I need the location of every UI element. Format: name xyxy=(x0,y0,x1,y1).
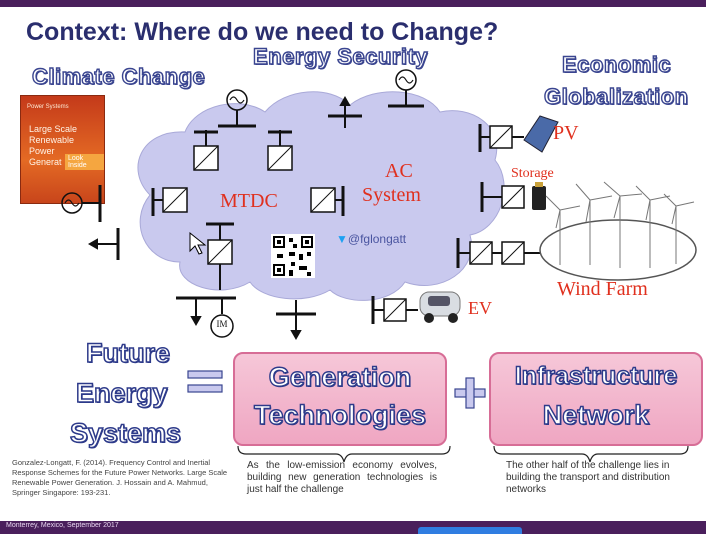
energy-security-heading: Energy Security xyxy=(252,43,429,69)
battery-icon xyxy=(532,186,546,210)
network-label: Network xyxy=(542,399,650,430)
mtdc-label: MTDC xyxy=(220,190,278,212)
book-series-text: Power Systems xyxy=(27,104,69,110)
book-cover-image: Power Systems Large Scale Renewable Powe… xyxy=(20,95,105,204)
generation-description: As the low-emission economy evolves, bui… xyxy=(247,460,437,495)
footer-bar: Monterrey, Mexico, September 2017 xyxy=(0,521,706,534)
slide-title: Context: Where do we need to Change? xyxy=(26,18,499,46)
ev-label: EV xyxy=(468,298,492,318)
infrastructure-label: Infrastructure xyxy=(514,361,678,390)
climate-change-heading: Climate Change xyxy=(31,63,206,89)
energy-label: Energy xyxy=(75,377,168,409)
twitter-handle: ▼@fglongatt xyxy=(336,232,407,246)
infrastructure-network-box: Infrastructure Network xyxy=(489,352,703,446)
wind-farm-label: Wind Farm xyxy=(557,278,648,300)
reference-citation: Gonzalez-Longatt, F. (2014). Frequency C… xyxy=(12,458,228,497)
wind-farm-icon xyxy=(539,181,697,281)
footer-blue-button[interactable] xyxy=(418,527,522,534)
im-label: IM xyxy=(216,319,228,329)
system-label: System xyxy=(362,184,421,206)
infrastructure-description: The other half of the challenge lies in … xyxy=(506,460,670,495)
brace-lines xyxy=(237,445,689,463)
economic-heading: Economic xyxy=(561,51,672,77)
generation-label: Generation xyxy=(268,361,412,392)
globalization-heading: Globalization xyxy=(543,83,689,109)
pv-label: PV xyxy=(553,122,579,144)
technologies-label: Technologies xyxy=(253,399,427,430)
generation-technologies-box: Generation Technologies xyxy=(233,352,447,446)
induction-motor-icon xyxy=(210,314,234,338)
mouse-cursor-icon xyxy=(189,231,207,255)
pv-panel-icon xyxy=(523,115,559,153)
footer-text: Monterrey, Mexico, September 2017 xyxy=(6,522,119,529)
ev-car-icon xyxy=(419,291,461,323)
book-title: Large Scale Renewable Power Generat xyxy=(29,124,78,167)
converter-icons xyxy=(151,130,345,290)
look-inside-badge: Look Inside xyxy=(65,154,104,170)
future-label: Future xyxy=(85,337,171,369)
qr-code-icon xyxy=(271,234,315,278)
twitter-bird-icon: ▼ xyxy=(336,232,348,246)
systems-label: Systems xyxy=(69,417,182,449)
ac-label: AC xyxy=(385,160,413,182)
storage-label: Storage xyxy=(511,166,554,181)
top-bar xyxy=(0,0,706,7)
